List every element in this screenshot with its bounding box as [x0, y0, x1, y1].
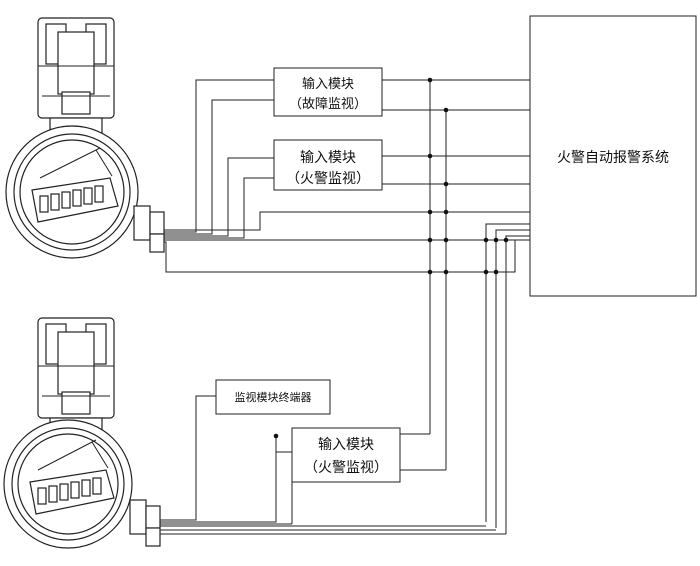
terminal-strip-bottom: [37, 477, 102, 505]
terminator-box: 监视模块终端器: [215, 379, 331, 415]
system-bus: [427, 77, 530, 534]
module-fire-bottom-title: 输入模块: [318, 437, 374, 453]
terminal-strip-top: [39, 185, 104, 213]
fire-alarm-system-box: 火警自动报警系统: [529, 15, 697, 297]
module-fault-title: 输入模块: [302, 76, 354, 92]
detector-top: [5, 17, 165, 259]
wiring-bottom: [160, 395, 506, 535]
fire-alarm-system-label: 火警自动报警系统: [557, 150, 669, 166]
input-module-fire-top: 输入模块 （火警监视）: [273, 139, 383, 191]
module-fire-bottom-subtitle: （火警监视）: [304, 460, 388, 476]
terminator-label: 监视模块终端器: [235, 390, 312, 404]
module-fire-top-subtitle: （火警监视）: [286, 171, 370, 187]
input-module-fire-bottom: 输入模块 （火警监视）: [291, 427, 401, 483]
detector-bottom: [3, 317, 161, 549]
module-fault-subtitle: （故障监视）: [289, 97, 367, 112]
wiring-top: [164, 79, 530, 273]
module-fire-top-title: 输入模块: [300, 150, 356, 166]
input-module-fault: 输入模块 （故障监视）: [273, 67, 383, 117]
